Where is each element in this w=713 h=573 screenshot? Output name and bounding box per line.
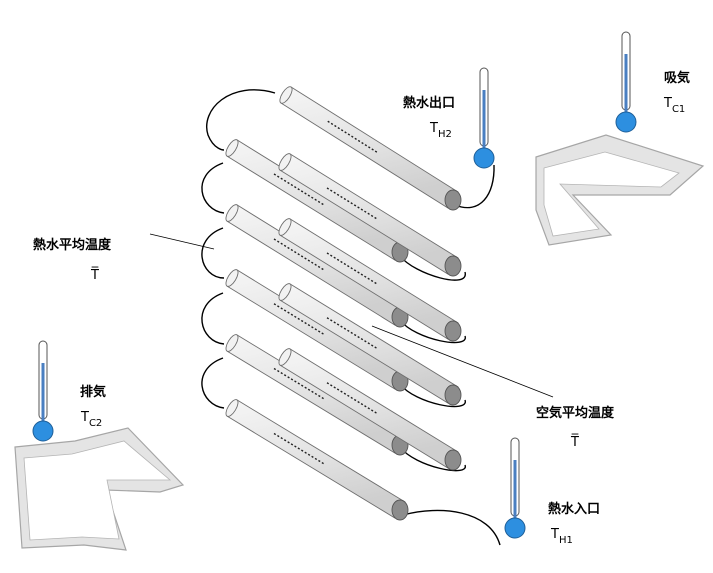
tube bbox=[278, 283, 462, 406]
air-avg-leader bbox=[371, 325, 554, 398]
tube bbox=[278, 218, 462, 342]
tube bbox=[279, 86, 462, 211]
tube-end bbox=[391, 499, 409, 521]
thermometer-intake-icon bbox=[615, 31, 637, 133]
thermometer-exhaust-icon bbox=[32, 340, 54, 442]
tube bbox=[278, 153, 462, 277]
tube bbox=[225, 399, 409, 521]
tube-end bbox=[444, 384, 462, 406]
t-bar-water-symbol: T̅ bbox=[90, 267, 99, 283]
t-bar-air-symbol: T̅ bbox=[570, 434, 579, 450]
thermometer-hot-inlet-icon bbox=[504, 437, 526, 539]
tube-end bbox=[444, 449, 462, 471]
tube-bank bbox=[225, 86, 462, 521]
hot-water-avg-leader bbox=[149, 233, 215, 250]
air-avg-temp-label: 空気平均温度 bbox=[536, 405, 615, 421]
t-h2-symbol: TH2 bbox=[429, 121, 452, 140]
tube-end bbox=[444, 320, 462, 342]
air-inlet-arrow bbox=[535, 134, 705, 246]
tube-end bbox=[444, 255, 462, 277]
tube bbox=[278, 348, 462, 471]
t-c1-symbol: TC1 bbox=[663, 96, 685, 115]
hot-water-avg-temp-label: 熱水平均温度 bbox=[33, 237, 112, 253]
hot-water-outlet-label: 熱水出口 bbox=[403, 95, 455, 111]
tube-end bbox=[444, 189, 462, 211]
t-c2-symbol: TC2 bbox=[80, 410, 102, 429]
t-h1-symbol: TH1 bbox=[550, 527, 573, 546]
exhaust-label: 排気 bbox=[80, 384, 106, 400]
air-outlet-arrow bbox=[14, 427, 185, 551]
thermometer-hot-outlet-icon bbox=[473, 67, 495, 169]
hose-bends bbox=[201, 89, 501, 546]
intake-label: 吸気 bbox=[664, 70, 690, 86]
hot-water-inlet-label: 熱水入口 bbox=[548, 501, 600, 517]
